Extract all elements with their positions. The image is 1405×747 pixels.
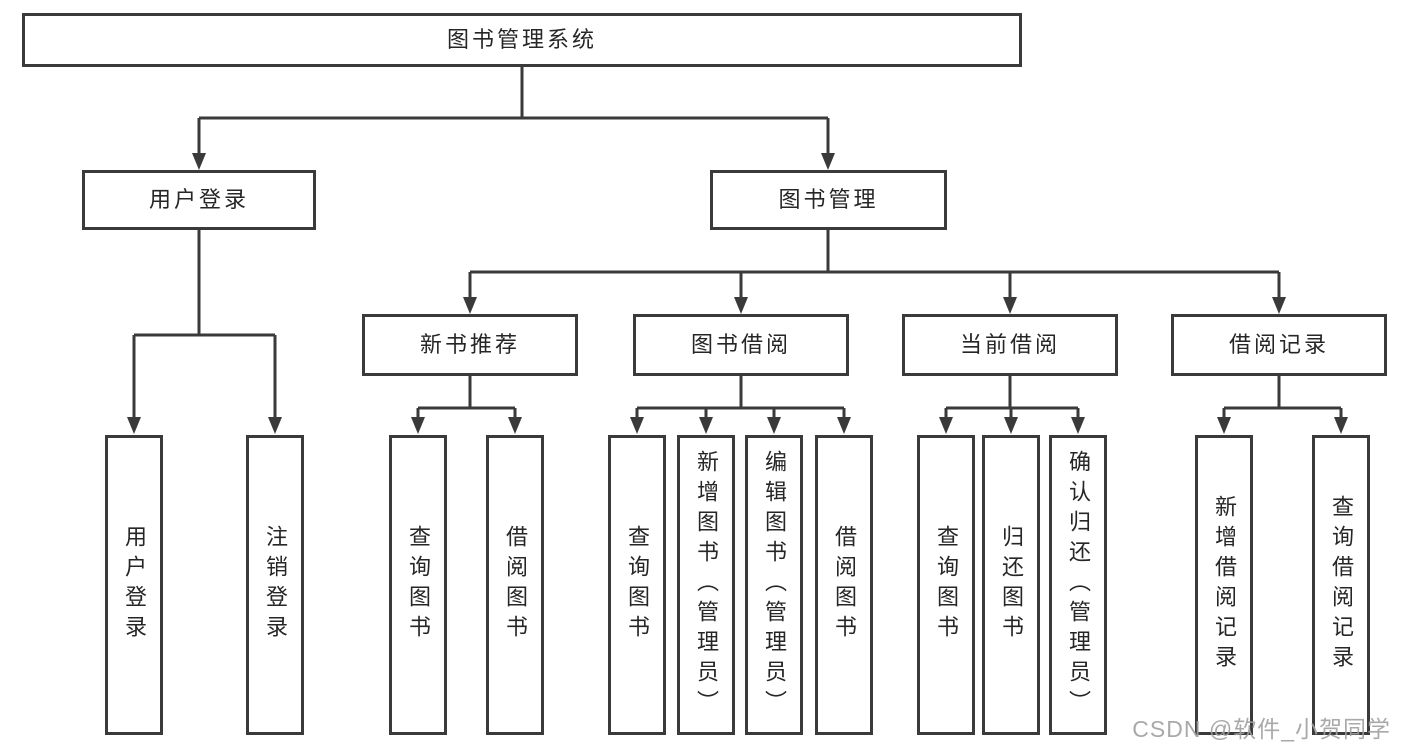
node-bb-edit-book-label: 编辑图书（管理员） [762, 450, 787, 720]
connector-book-borrow-to-children [630, 376, 851, 434]
node-new-book-rec: 新书推荐 [362, 314, 578, 376]
node-borrow-records: 借阅记录 [1171, 314, 1387, 376]
node-bb-query-book-label: 查询图书 [625, 525, 650, 645]
node-user-login-label: 用户登录 [148, 187, 249, 212]
node-book-borrow: 图书借阅 [633, 314, 849, 376]
node-cb-return-book: 归还图书 [982, 435, 1040, 735]
node-nbr-borrow-book-label: 借阅图书 [503, 525, 528, 645]
node-br-query-record-label: 查询借阅记录 [1329, 495, 1354, 675]
node-br-add-record: 新增借阅记录 [1195, 435, 1253, 735]
node-ul-logout-label: 注销登录 [263, 525, 288, 645]
connector-current-borrow-to-children [939, 376, 1085, 434]
node-nbr-query-book: 查询图书 [389, 435, 447, 735]
node-current-borrow-label: 当前借阅 [959, 332, 1060, 357]
node-root: 图书管理系统 [22, 13, 1022, 67]
connector-new-book-rec-to-children [411, 376, 522, 434]
node-cb-return-book-label: 归还图书 [999, 525, 1024, 645]
node-cb-confirm-return: 确认归还（管理员） [1049, 435, 1107, 735]
csdn-watermark: CSDN @软件_小贺同学 [1132, 716, 1391, 742]
node-br-add-record-label: 新增借阅记录 [1212, 495, 1237, 675]
node-user-login: 用户登录 [82, 170, 316, 230]
connector-book-mgmt-to-level3 [463, 230, 1286, 314]
node-new-book-rec-label: 新书推荐 [419, 332, 520, 357]
node-bb-add-book: 新增图书（管理员） [677, 435, 735, 735]
node-cb-query-book-label: 查询图书 [934, 525, 959, 645]
node-cb-query-book: 查询图书 [917, 435, 975, 735]
node-bb-borrow-book: 借阅图书 [815, 435, 873, 735]
node-borrow-records-label: 借阅记录 [1228, 332, 1329, 357]
node-nbr-borrow-book: 借阅图书 [486, 435, 544, 735]
node-ul-user-login: 用户登录 [105, 435, 163, 735]
node-book-mgmt-label: 图书管理 [778, 187, 879, 212]
node-bb-query-book: 查询图书 [608, 435, 666, 735]
node-book-mgmt: 图书管理 [710, 170, 947, 230]
connector-user-login-to-children [127, 230, 282, 434]
node-ul-logout: 注销登录 [246, 435, 304, 735]
node-book-borrow-label: 图书借阅 [690, 332, 791, 357]
node-bb-add-book-label: 新增图书（管理员） [694, 450, 719, 720]
node-cb-confirm-return-label: 确认归还（管理员） [1066, 450, 1091, 720]
node-bb-borrow-book-label: 借阅图书 [832, 525, 857, 645]
node-root-label: 图书管理系统 [446, 27, 597, 52]
node-bb-edit-book: 编辑图书（管理员） [745, 435, 803, 735]
node-ul-user-login-label: 用户登录 [122, 525, 147, 645]
node-current-borrow: 当前借阅 [902, 314, 1118, 376]
connector-root-to-level2 [192, 67, 835, 170]
node-br-query-record: 查询借阅记录 [1312, 435, 1370, 735]
connector-borrow-records-to-children [1217, 376, 1348, 434]
node-nbr-query-book-label: 查询图书 [406, 525, 431, 645]
